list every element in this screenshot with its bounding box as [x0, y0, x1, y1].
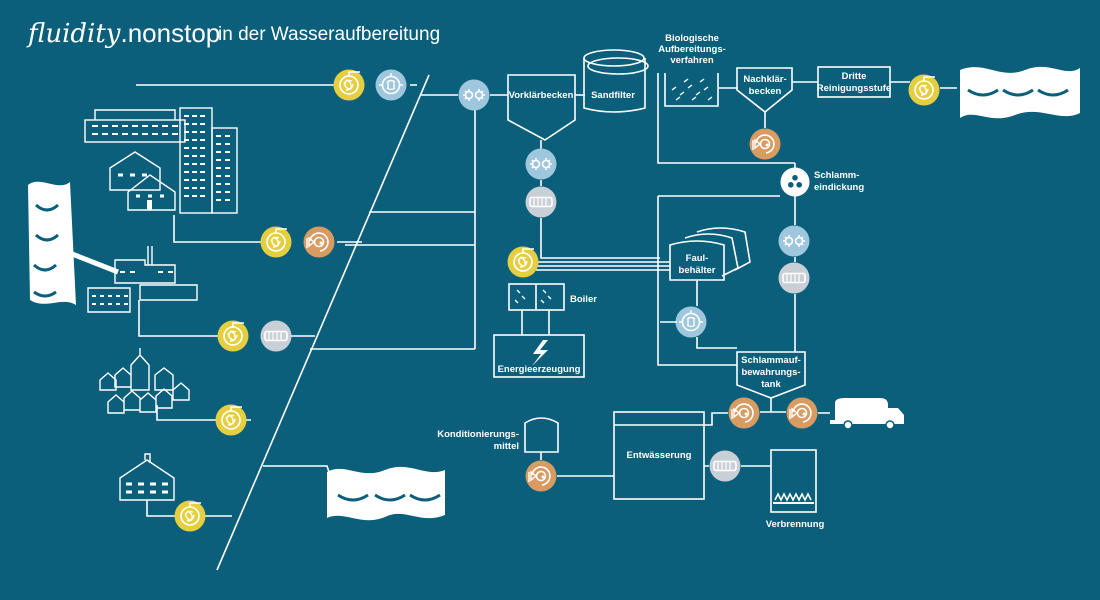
- brand-logo: fluidity.nonstop: [28, 18, 220, 49]
- label-nach-1: Nachklär-: [743, 74, 786, 85]
- nachklaerbecken: Nachklär- becken: [736, 67, 793, 114]
- building-villa: [119, 453, 175, 501]
- konditionierungsmittel: Konditionierungs- mittel: [437, 417, 559, 453]
- gear-pump-icon[interactable]: [525, 460, 557, 492]
- river-bottom: [327, 466, 445, 521]
- label-faul-2: behälter: [679, 265, 716, 276]
- mixer-icon[interactable]: [778, 225, 810, 257]
- pump-icon[interactable]: [174, 500, 206, 532]
- label-tank-2: bewahrungs-: [741, 367, 800, 378]
- river-left: [28, 181, 76, 305]
- pump-icon[interactable]: [217, 320, 249, 352]
- entwaesserung: Entwässerung: [613, 411, 705, 500]
- building-office: [84, 109, 186, 143]
- collector-pipes: [136, 74, 508, 571]
- label-bio-2: Aufbereitungs-: [658, 44, 726, 55]
- river-right: [960, 66, 1080, 119]
- building-factory: [87, 246, 198, 313]
- label-schlamm-1: Schlamm-: [814, 170, 859, 181]
- mixer-icon[interactable]: [458, 79, 490, 111]
- truck-icon: [830, 398, 904, 430]
- screw-pump-icon[interactable]: [709, 450, 741, 482]
- faulbehaelter: Faul- behälter: [669, 227, 751, 281]
- separator-icon[interactable]: [780, 167, 810, 197]
- building-village: [99, 348, 190, 414]
- energieerzeugung: Energieerzeugung: [493, 334, 585, 378]
- schlammtank: Schlammauf- bewahrungs- tank: [736, 351, 806, 399]
- label-tank-3: tank: [761, 379, 781, 390]
- label-kond-1: Konditionierungs-: [437, 429, 519, 440]
- gear-pump-icon[interactable]: [749, 128, 781, 160]
- label-energie: Energieerzeugung: [498, 364, 581, 375]
- label-schlamm-2: eindickung: [814, 182, 864, 193]
- screw-pump-icon[interactable]: [260, 320, 292, 352]
- pump-icon[interactable]: [908, 74, 940, 106]
- building-houses: [109, 151, 176, 211]
- dritte-reinigungsstufe: Dritte Reinigungsstufe: [817, 66, 891, 98]
- valve-icon[interactable]: [675, 306, 707, 338]
- label-bio-1: Biologische: [665, 33, 719, 44]
- mixer-icon[interactable]: [525, 148, 557, 180]
- label-faul-1: Faul-: [686, 253, 709, 264]
- vorklaerbecken: Vorklärbecken: [507, 74, 576, 141]
- label-dritte-1: Dritte: [842, 71, 867, 82]
- screw-pump-icon[interactable]: [525, 186, 557, 218]
- gear-pump-icon[interactable]: [786, 397, 818, 429]
- label-verbr: Verbrennung: [766, 519, 825, 530]
- label-kond-2: mittel: [494, 441, 519, 452]
- label-nach-2: becken: [749, 86, 782, 97]
- page-subtitle: in der Wasseraufbereitung: [218, 24, 441, 45]
- gear-pump-icon[interactable]: [303, 226, 335, 258]
- label-bio-3: verfahren: [670, 55, 713, 66]
- boiler: Boiler: [508, 283, 597, 311]
- pump-icon[interactable]: [507, 246, 539, 278]
- label-boiler: Boiler: [570, 294, 597, 305]
- pump-icon[interactable]: [215, 404, 247, 436]
- brand-part1: fluidity: [28, 19, 121, 49]
- label-entw: Entwässerung: [627, 450, 692, 461]
- biologische-stufe: Biologische Aufbereitungs- verfahren: [658, 33, 726, 107]
- pump-icon[interactable]: [260, 226, 292, 258]
- valve-icon[interactable]: [375, 69, 407, 101]
- verbrennung: Verbrennung: [766, 449, 825, 530]
- label-sandfilter: Sandfilter: [591, 90, 635, 101]
- label-dritte-2: Reinigungsstufe: [817, 83, 891, 94]
- pump-icon[interactable]: [333, 69, 365, 101]
- label-tank-1: Schlammauf-: [741, 355, 801, 366]
- building-highrise: [179, 107, 238, 214]
- gear-pump-icon[interactable]: [728, 397, 760, 429]
- label-vorklaerbecken: Vorklärbecken: [509, 90, 574, 101]
- sandfilter: Sandfilter: [583, 49, 649, 113]
- screw-pump-icon[interactable]: [778, 262, 810, 294]
- brand-part2: .nonstop: [120, 18, 221, 48]
